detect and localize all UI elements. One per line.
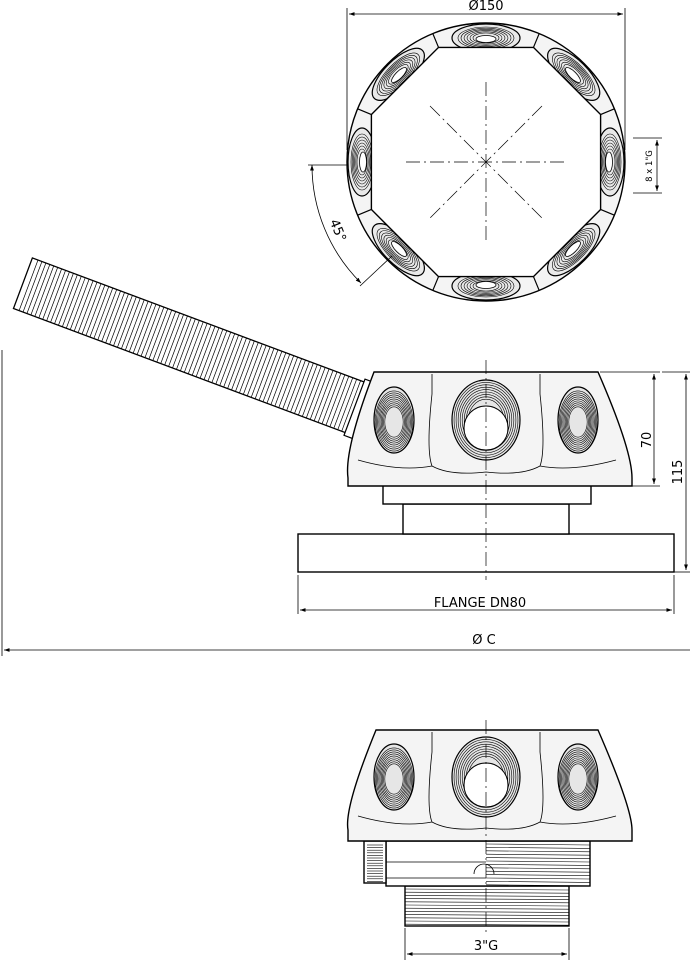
top-view-spoke [600,108,615,116]
dimension-diameter-c: Ø C [472,633,495,648]
nut-section [385,840,591,887]
top-view-outlet [547,223,601,277]
top-view-outlet [451,23,521,53]
side-port [373,743,415,811]
top-view-outlet-rings [347,23,625,301]
angle-45-arc [310,164,362,284]
side-port [557,743,599,811]
side-port [557,386,599,454]
dimension-height-70: 70 [640,432,655,449]
dimension-diameter-150: Ø150 [468,0,503,14]
angle-ext-diagonal [359,255,393,287]
side-port [373,386,415,454]
body-collar [382,484,592,505]
top-view: Ø150 45° 8 x 1"G [308,0,662,302]
body-scallop-lines [357,374,617,474]
top-view-outlet [595,127,625,197]
top-view-spoke [532,33,540,48]
dimension-outlets: 8 x 1"G [645,150,655,182]
dimension-angle-45: 45° [326,217,349,244]
top-view-spoke [357,108,372,116]
side-view: 70 115 FLANGE DN80 Ø C [1,257,690,656]
bottom-view: 3"G [346,720,633,960]
top-view-spoke [432,276,440,291]
corrugated-pipe [12,257,376,440]
top-view-spoke [600,208,615,216]
dimension-height-115: 115 [671,460,686,485]
dimension-thread: 3"G [474,939,498,954]
top-view-spoke [432,33,440,48]
dimension-flange: FLANGE DN80 [434,596,526,611]
nut-half-circle [473,863,495,875]
top-view-diagonal-centerline-2 [429,105,543,219]
top-view-outlet [451,271,521,301]
top-view-spoke [532,276,540,291]
